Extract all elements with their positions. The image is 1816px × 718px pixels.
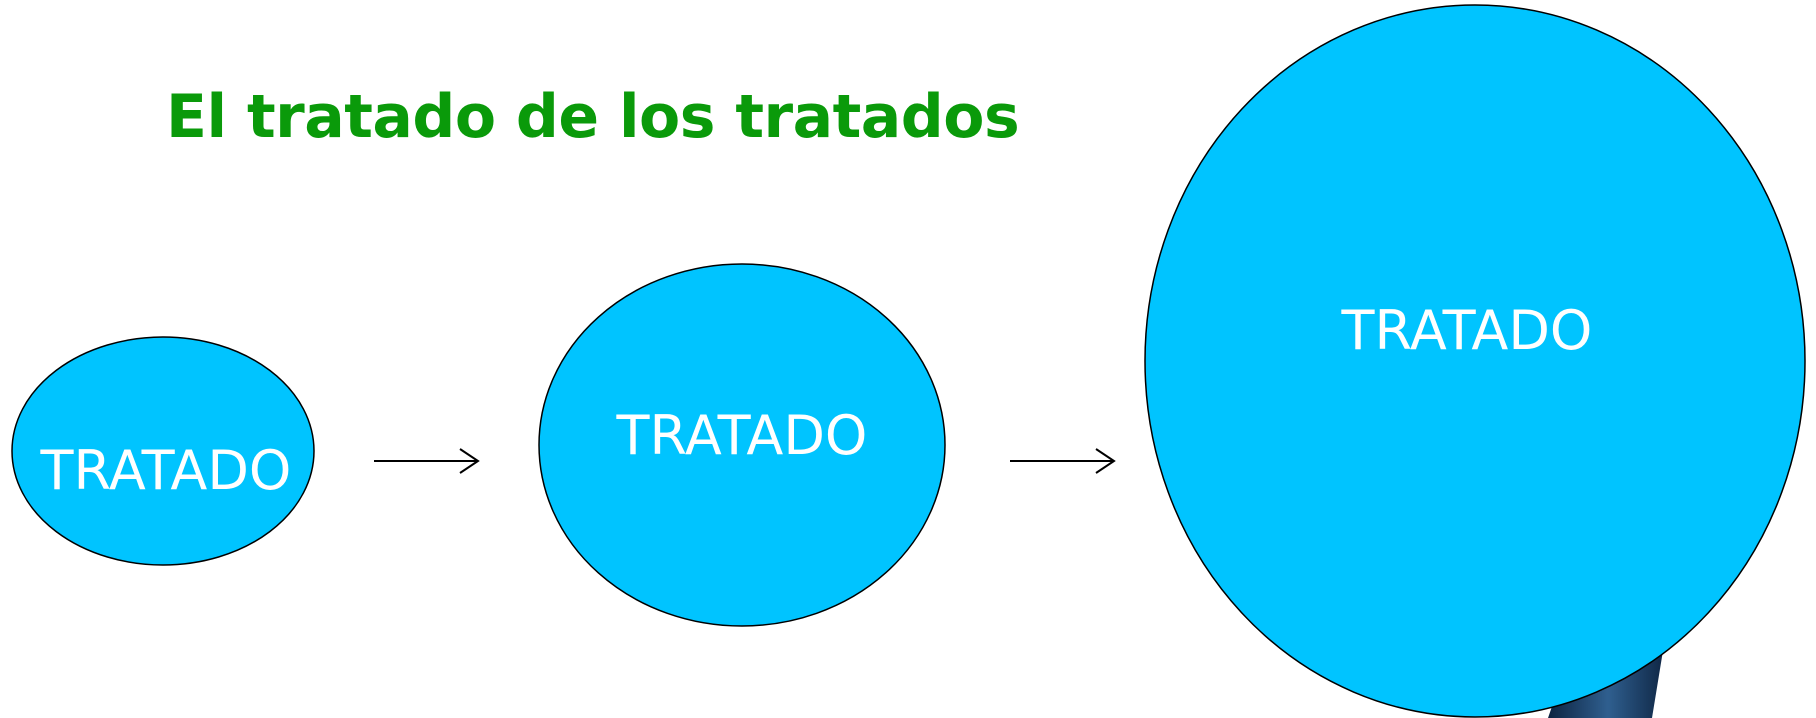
page-title: El tratado de los tratados [166, 82, 1020, 152]
node-small-ellipse [11, 336, 315, 566]
node-small-label: TRATADO [40, 439, 292, 502]
node-large: TRATADO [1144, 4, 1806, 718]
arrow-1-head [459, 448, 480, 474]
node-large-label: TRATADO [1341, 299, 1593, 362]
node-medium-ellipse [538, 263, 946, 627]
node-large-ellipse [1144, 4, 1806, 718]
arrow-1 [374, 448, 480, 474]
node-medium: TRATADO [538, 263, 946, 627]
node-medium-label: TRATADO [616, 404, 868, 467]
arrow-2-head [1095, 448, 1116, 474]
arrow-2 [1010, 448, 1116, 474]
node-small: TRATADO [11, 336, 315, 566]
